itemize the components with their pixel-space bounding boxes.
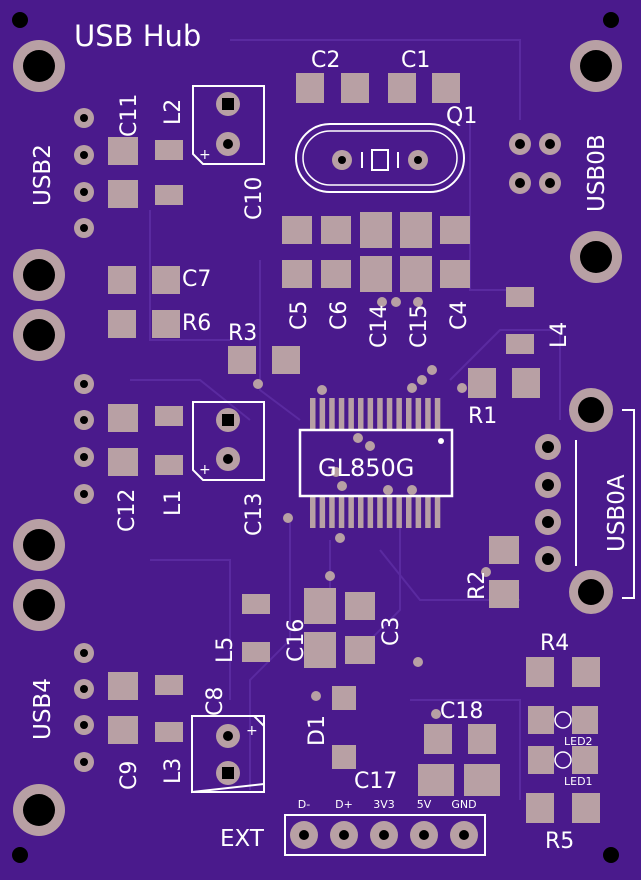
ic-pin-pad	[310, 398, 316, 430]
ic-pin-pad	[319, 496, 326, 528]
ext-pin-label: GND	[451, 798, 476, 811]
label-r3: R3	[228, 321, 257, 346]
ic-pin-pad	[396, 496, 402, 528]
corner-hole	[12, 847, 28, 863]
ic-pins	[310, 398, 441, 528]
corner-hole	[603, 847, 619, 863]
label-c8: C8	[203, 687, 228, 716]
corner-hole	[603, 12, 619, 28]
ext-pin-label: D-	[298, 798, 310, 811]
label-c16: C16	[284, 619, 309, 662]
ic-pin-pad	[396, 398, 402, 430]
polarity-plus: +	[199, 147, 211, 163]
label-l5: L5	[213, 637, 238, 663]
ext-label: EXT	[220, 826, 265, 852]
ic-pin-pad	[415, 496, 422, 528]
label-c9: C9	[117, 761, 142, 790]
copper-traces	[130, 39, 561, 800]
label-c11: C11	[117, 94, 142, 137]
ic-pin-pad	[338, 496, 345, 528]
crystal-q1	[295, 123, 465, 193]
label-r5: R5	[545, 829, 574, 854]
label-l4: L4	[547, 322, 572, 348]
label-r6: R6	[182, 311, 211, 336]
label-led1: LED1	[564, 775, 593, 788]
label-l1: L1	[161, 490, 186, 516]
label-c18: C18	[440, 699, 483, 724]
label-l2: L2	[161, 99, 186, 125]
label-r2: R2	[465, 571, 490, 600]
label-c4: C4	[447, 301, 472, 330]
ic-pin-pad	[434, 398, 441, 430]
label-d1: D1	[305, 715, 330, 746]
ic-pin-pad	[319, 398, 326, 430]
ext-pin-label: 5V	[417, 798, 432, 811]
label-c17: C17	[354, 769, 397, 794]
ic-pin-pad	[367, 496, 374, 528]
polarity-plus: +	[199, 462, 211, 478]
ic-pin-pad	[310, 496, 316, 528]
ic-pin-pad	[425, 496, 431, 528]
label-r1: R1	[468, 404, 497, 429]
led-outlines	[554, 711, 572, 769]
polarity-plus: +	[246, 723, 258, 739]
label-c3: C3	[379, 617, 404, 646]
chip-label: GL850G	[318, 454, 414, 482]
ic-pin-pad	[377, 496, 383, 528]
usb0b-label: USB0B	[584, 134, 610, 212]
label-c5: C5	[287, 301, 312, 330]
ic-pin-pad	[348, 496, 354, 528]
ic-gl850g	[298, 428, 454, 498]
ic-pin-pad	[348, 398, 354, 430]
ic-pin-pad	[329, 398, 335, 430]
label-c15: C15	[407, 305, 432, 348]
ic-pin-pad	[377, 398, 383, 430]
board-title: USB Hub	[74, 19, 201, 53]
ext-pin-label: 3V3	[373, 798, 395, 811]
label-q1: Q1	[446, 104, 477, 129]
usb0a-label: USB0A	[604, 474, 630, 552]
label-c10: C10	[242, 177, 267, 220]
label-c1: C1	[401, 48, 430, 73]
ic-pin-pad	[358, 398, 364, 430]
ic-pin-pad	[425, 398, 431, 430]
usb4-label: USB4	[30, 678, 56, 740]
ext-pin-label: D+	[335, 798, 353, 811]
mounting-holes	[12, 12, 619, 863]
label-c2: C2	[311, 48, 340, 73]
ic-pin-pad	[367, 398, 374, 430]
electrolytic-capacitors	[191, 85, 265, 794]
usb0a-outline	[575, 409, 635, 599]
ic-pin-pad	[415, 398, 422, 430]
label-l3: L3	[161, 758, 186, 784]
label-c14: C14	[367, 305, 392, 348]
smd-pads	[108, 73, 600, 823]
label-c13: C13	[242, 493, 267, 536]
vias	[253, 297, 491, 719]
usb-pins	[74, 108, 561, 772]
label-c12: C12	[115, 489, 140, 532]
ic-pin-pad	[434, 496, 441, 528]
corner-hole	[12, 12, 28, 28]
ext-header	[284, 814, 486, 856]
label-c6: C6	[327, 301, 352, 330]
label-c7: C7	[182, 267, 211, 292]
ic-pin-pad	[386, 398, 393, 430]
ic-pin-pad	[338, 398, 345, 430]
usb2-label: USB2	[30, 144, 56, 206]
ic-pin-pad	[406, 496, 412, 528]
label-led2: LED2	[564, 735, 593, 748]
ic-pin-pad	[358, 496, 364, 528]
ic-pin-pad	[329, 496, 335, 528]
ic-pin-pad	[386, 496, 393, 528]
connector-shield-holes	[13, 40, 622, 836]
label-r4: R4	[540, 631, 569, 656]
ic-pin-pad	[406, 398, 412, 430]
